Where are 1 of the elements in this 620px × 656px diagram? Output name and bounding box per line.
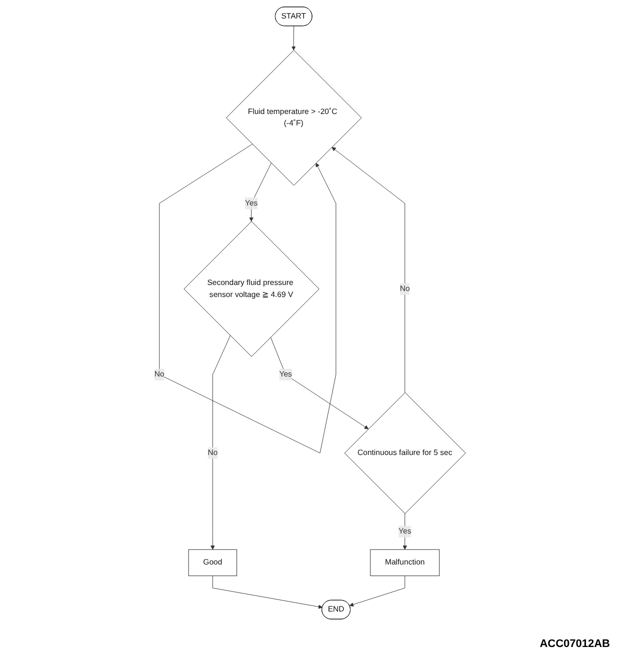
figure-code: ACC07012AB xyxy=(540,638,610,650)
